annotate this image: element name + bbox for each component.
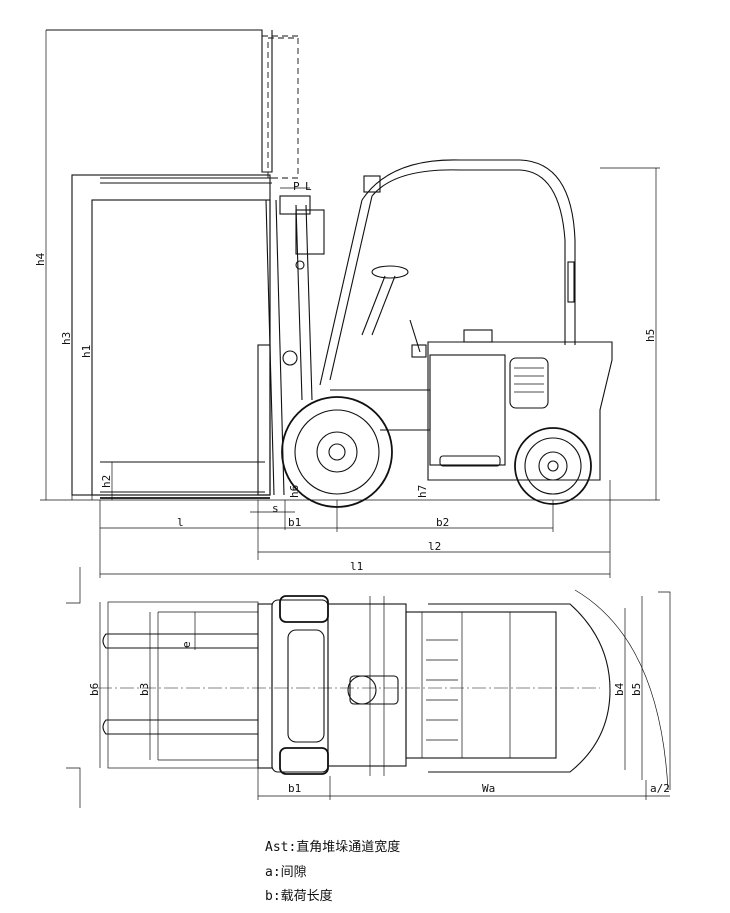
- label-b5: b5: [630, 683, 643, 696]
- carriage-top: [257, 603, 273, 769]
- steering-area: [361, 265, 427, 358]
- label-l: l: [177, 516, 184, 529]
- label-b3: b3: [138, 683, 151, 696]
- legend-b: b:载荷长度: [265, 889, 333, 904]
- lowered-fork: [100, 461, 270, 499]
- load-outline-upper: [71, 174, 271, 496]
- label-s: s: [272, 502, 279, 515]
- label-e: e: [180, 641, 193, 648]
- forks-top: [102, 633, 258, 735]
- mast: P L: [257, 180, 325, 496]
- label-l1: l1: [350, 560, 363, 573]
- svg-text:P: P: [293, 180, 300, 193]
- overhead-guard-top: [405, 611, 557, 759]
- label-l2: l2: [428, 540, 441, 553]
- label-a-half: a/2: [650, 782, 670, 795]
- label-h4: h4: [34, 252, 47, 266]
- label-b2: b2: [436, 516, 449, 529]
- truck-body: [330, 329, 613, 481]
- label-b1-top: b1: [288, 782, 301, 795]
- legend-ast: Ast:直角堆垛通道宽度: [265, 840, 401, 855]
- label-h1: h1: [80, 345, 93, 358]
- load-area: [107, 601, 259, 769]
- side-dimensions: [40, 30, 660, 578]
- label-wa: Wa: [482, 782, 495, 795]
- label-b6: b6: [88, 683, 101, 696]
- legend-a: a:间隙: [265, 865, 307, 880]
- side-view: P L: [34, 29, 660, 578]
- rear-wheel: [514, 427, 592, 505]
- overhead-guard: [319, 159, 576, 386]
- top-view: e b6 b3 b4 b5 b1 Wa a/2: [66, 567, 671, 808]
- label-h5: h5: [644, 329, 657, 342]
- counterweight-top: [428, 603, 611, 773]
- raised-load-outline: [46, 29, 299, 184]
- label-h6: h6: [288, 485, 301, 498]
- label-b1-side: b1: [288, 516, 301, 529]
- label-h2: h2: [100, 475, 113, 488]
- svg-text:L: L: [305, 180, 312, 193]
- load-outline-lower: [91, 199, 271, 496]
- label-h7: h7: [416, 485, 429, 498]
- label-b4: b4: [613, 682, 626, 696]
- front-tire-right: [279, 747, 329, 775]
- label-h3: h3: [60, 332, 73, 345]
